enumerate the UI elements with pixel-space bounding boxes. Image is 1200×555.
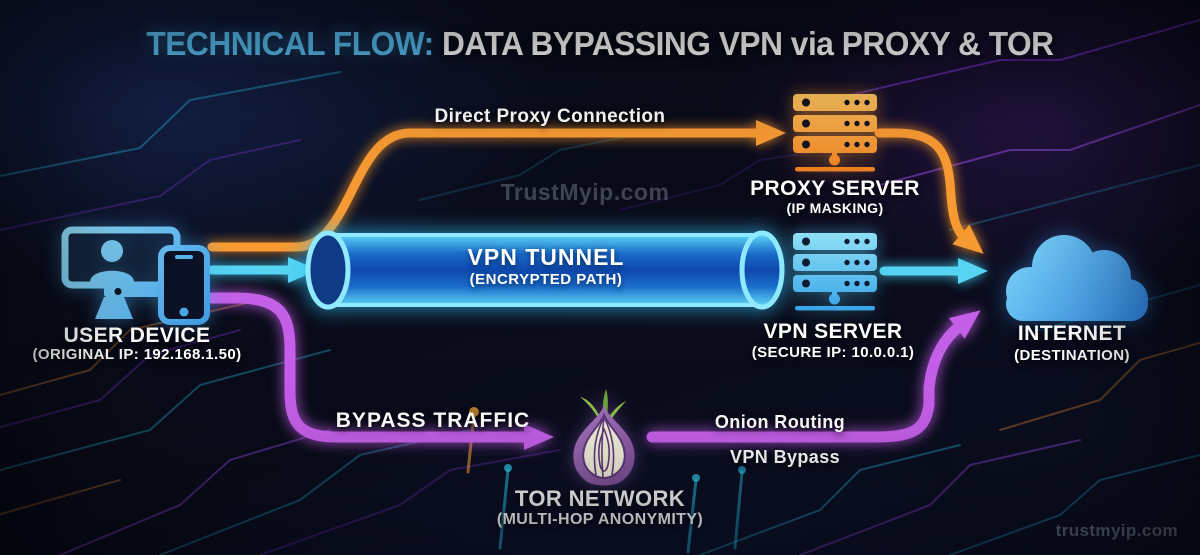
proxy-server-label: PROXY SERVER	[750, 177, 920, 200]
phone-speaker	[175, 255, 193, 259]
phone-icon	[158, 245, 210, 325]
vpn-tunnel-label: VPN TUNNEL	[467, 244, 625, 270]
user-avatar-head	[101, 240, 123, 262]
phone-home-button	[179, 307, 189, 317]
monitor-stand	[95, 297, 133, 319]
user-device-sublabel: (ORIGINAL IP: 192.168.1.50)	[32, 346, 242, 363]
tunnel-end-right	[739, 230, 785, 310]
watermark-center: TrustMyip.com	[500, 179, 670, 205]
internet-cloud-icon	[1006, 235, 1148, 321]
user-device-icon	[61, 226, 210, 325]
tunnel-edges	[328, 233, 762, 307]
tunnel-body	[328, 233, 762, 307]
circuit-pins	[466, 407, 746, 554]
vpn-server-sublabel: (SECURE IP: 10.0.0.1)	[751, 344, 915, 361]
title-main: DATA BYPASSING VPN via PROXY & TOR	[442, 25, 1054, 62]
internet-label: INTERNET	[1017, 322, 1127, 345]
edge-user-to-proxy	[207, 120, 786, 252]
monitor-dot	[114, 288, 122, 295]
vpn-tunnel-label-group: VPN TUNNEL (ENCRYPTED PATH)	[300, 244, 792, 288]
tor-network-label: TOR NETWORK	[514, 486, 686, 511]
vpn-server-label: VPN SERVER	[763, 320, 903, 343]
server-leds	[802, 237, 870, 288]
title-highlight: TECHNICAL FLOW:	[146, 25, 434, 62]
vpn-tunnel-sublabel: (ENCRYPTED PATH)	[469, 271, 623, 288]
circuit-traces	[0, 19, 1200, 555]
vpn-bypass-label: VPN Bypass	[729, 447, 841, 467]
internet-sublabel: (DESTINATION)	[1014, 347, 1130, 364]
tunnel-end-left	[305, 230, 351, 310]
vpn-server-icon	[793, 233, 877, 311]
edge-tor-to-internet	[646, 310, 981, 443]
onion-layers	[593, 416, 615, 478]
server-leds	[802, 98, 870, 149]
edge-user-to-tor	[206, 292, 554, 450]
server-rack	[793, 233, 877, 311]
proxy-server-sublabel: (IP MASKING)	[786, 200, 884, 216]
tor-network-sublabel: (MULTI-HOP ANONYMITY)	[496, 511, 704, 528]
direct-proxy-connection-label: Direct Proxy Connection	[434, 106, 666, 127]
onion-inner-bulb	[582, 412, 626, 479]
vpn-tunnel-icon	[305, 230, 785, 310]
tor-onion-icon	[573, 389, 635, 486]
user-device-label: USER DEVICE	[63, 324, 211, 347]
user-avatar-body	[90, 270, 134, 282]
server-rack	[793, 94, 877, 172]
onion-routing-label: Onion Routing	[714, 412, 846, 432]
proxy-server-icon	[793, 94, 877, 172]
edge-proxy-to-internet	[874, 128, 984, 254]
page-title: TECHNICAL FLOW: DATA BYPASSING VPN via P…	[24, 25, 1176, 63]
watermark-corner: trustmyip.com	[1055, 521, 1178, 540]
bypass-traffic-label: BYPASS TRAFFIC	[335, 409, 531, 432]
cloud-shape	[1006, 235, 1148, 321]
